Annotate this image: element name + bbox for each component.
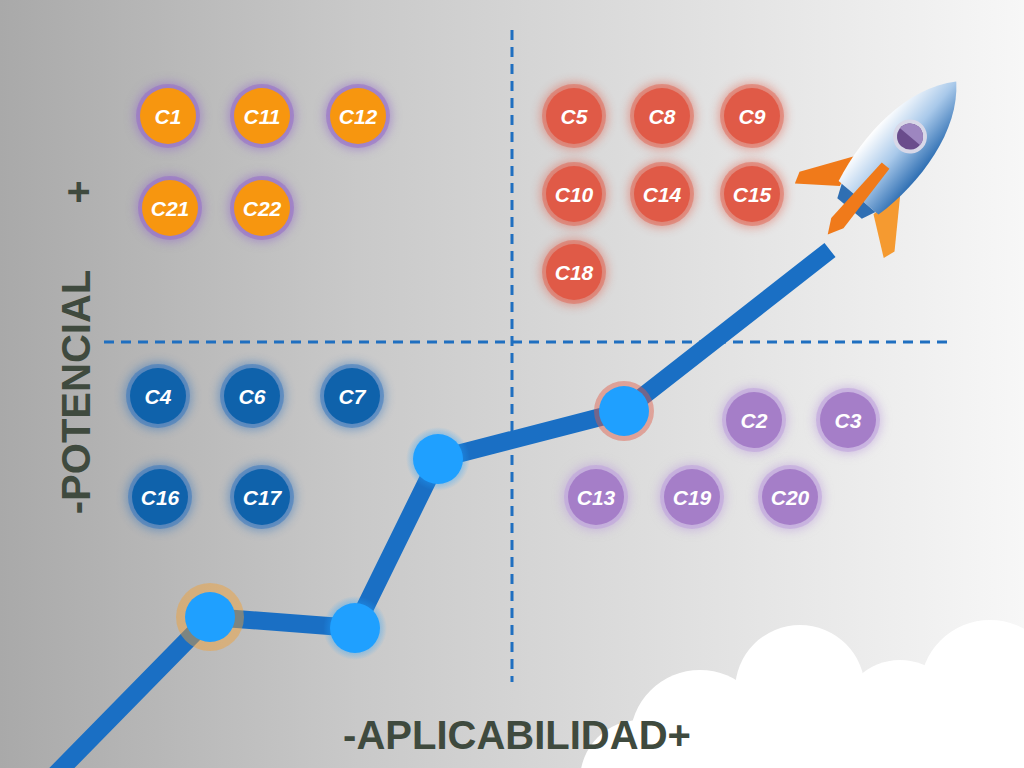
circle-label: C19 (673, 487, 712, 508)
circle-label: C7 (339, 386, 366, 407)
quadrant-circle: C14 (634, 166, 690, 222)
quadrant-circle: C15 (724, 166, 780, 222)
circle-label: C2 (741, 410, 768, 431)
axis-title: -POTENCIAL (56, 270, 96, 514)
quadrant-circle: C20 (762, 469, 818, 525)
quadrant-circle: C4 (130, 368, 186, 424)
circle-label: C18 (555, 262, 594, 283)
circle-label: C8 (649, 106, 676, 127)
horizontal-divider (104, 341, 948, 344)
circle-label: C6 (239, 386, 266, 407)
circle-label: C3 (835, 410, 862, 431)
quadrant-circle: C1 (140, 88, 196, 144)
quadrant-circle: C19 (664, 469, 720, 525)
circle-label: C9 (739, 106, 766, 127)
circle-label: C20 (771, 487, 810, 508)
quadrant-circle: C11 (234, 88, 290, 144)
quadrant-circle: C16 (132, 469, 188, 525)
axis-sign: + (58, 180, 98, 203)
quadrant-circle: C17 (234, 469, 290, 525)
rocket (780, 42, 1004, 275)
growth-line (55, 250, 830, 768)
circle-label: C21 (151, 198, 190, 219)
axis-title: -APLICABILIDAD+ (343, 715, 691, 755)
quadrant-circle: C6 (224, 368, 280, 424)
circle-label: C5 (561, 106, 588, 127)
quadrant-circle: C8 (634, 88, 690, 144)
circle-label: C4 (145, 386, 172, 407)
quadrant-circle: C21 (142, 180, 198, 236)
circle-label: C17 (243, 487, 282, 508)
vertical-divider (511, 30, 514, 682)
circle-label: C14 (643, 184, 682, 205)
circle-label: C13 (577, 487, 616, 508)
circle-label: C1 (155, 106, 182, 127)
quadrant-circle: C3 (820, 392, 876, 448)
circle-label: C11 (244, 106, 281, 127)
quadrant-circle: C13 (568, 469, 624, 525)
quadrant-circle: C10 (546, 166, 602, 222)
quadrant-circle: C12 (330, 88, 386, 144)
circle-label: C22 (243, 198, 282, 219)
quadrant-circle: C22 (234, 180, 290, 236)
quadrant-circle: C5 (546, 88, 602, 144)
circle-label: C16 (141, 487, 180, 508)
circle-label: C12 (339, 106, 378, 127)
quadrant-circle: C2 (726, 392, 782, 448)
quadrant-circle: C18 (546, 244, 602, 300)
circle-label: C10 (555, 184, 594, 205)
quadrant-circle: C7 (324, 368, 380, 424)
circle-label: C15 (733, 184, 772, 205)
quadrant-circle: C9 (724, 88, 780, 144)
